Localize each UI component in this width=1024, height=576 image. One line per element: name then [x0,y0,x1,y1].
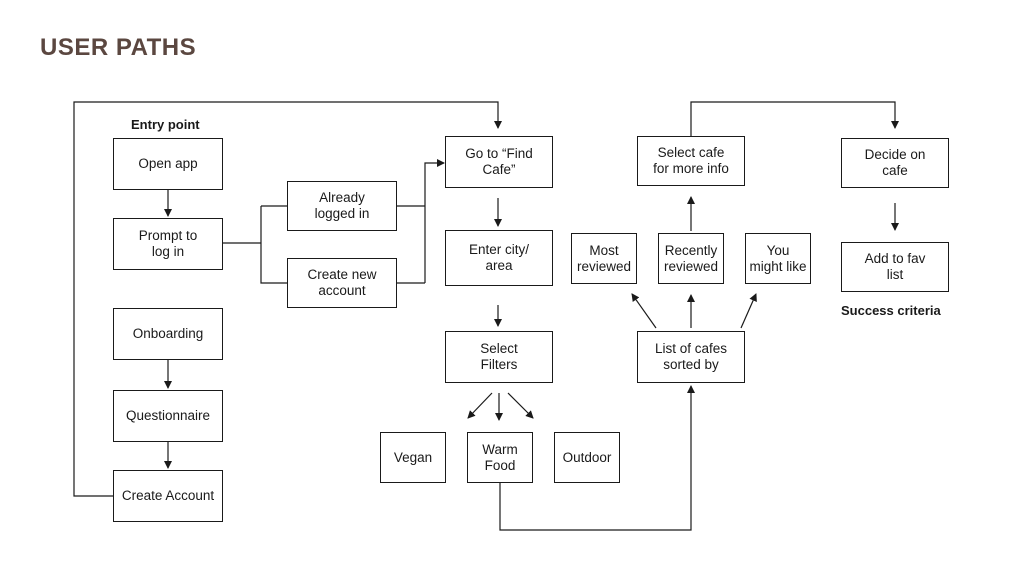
line-branch-already [260,206,287,284]
node-outdoor: Outdoor [554,432,620,483]
arrow-filters-to-outdoor [507,392,534,419]
arrow-create-account-loop [73,101,502,497]
node-vegan: Vegan [380,432,446,483]
node-already-logged-in: Already logged in [287,181,397,231]
node-go-to-find-cafe: Go to “Find Cafe” [445,136,553,188]
page-title: USER PATHS [40,34,197,61]
node-enter-city: Enter city/ area [445,230,553,286]
node-open-app: Open app [113,138,223,190]
node-prompt-login: Prompt to log in [113,218,223,270]
arrow-select-to-decide [690,101,899,136]
node-create-account: Create Account [113,470,223,522]
node-select-cafe: Select cafe for more info [637,136,745,186]
node-most-reviewed: Most reviewed [571,233,637,284]
success-criteria-label: Success criteria [841,303,941,318]
node-questionnaire: Questionnaire [113,390,223,442]
node-add-to-fav: Add to fav list [841,242,949,292]
arrow-list-to-most [631,293,657,329]
node-decide-on-cafe: Decide on cafe [841,138,949,188]
arrow-merge-to-find-cafe [424,159,445,283]
node-select-filters: Select Filters [445,331,553,383]
entry-point-label: Entry point [131,117,200,132]
arrow-warm-to-list [499,385,695,531]
arrow-list-to-might [740,293,757,329]
node-you-might-like: You might like [745,233,811,284]
node-onboarding: Onboarding [113,308,223,360]
arrow-filters-to-vegan [467,392,493,419]
node-recently-reviewed: Recently reviewed [658,233,724,284]
node-create-new-account: Create new account [287,258,397,308]
node-warm-food: Warm Food [467,432,533,483]
node-list-of-cafes: List of cafes sorted by [637,331,745,383]
